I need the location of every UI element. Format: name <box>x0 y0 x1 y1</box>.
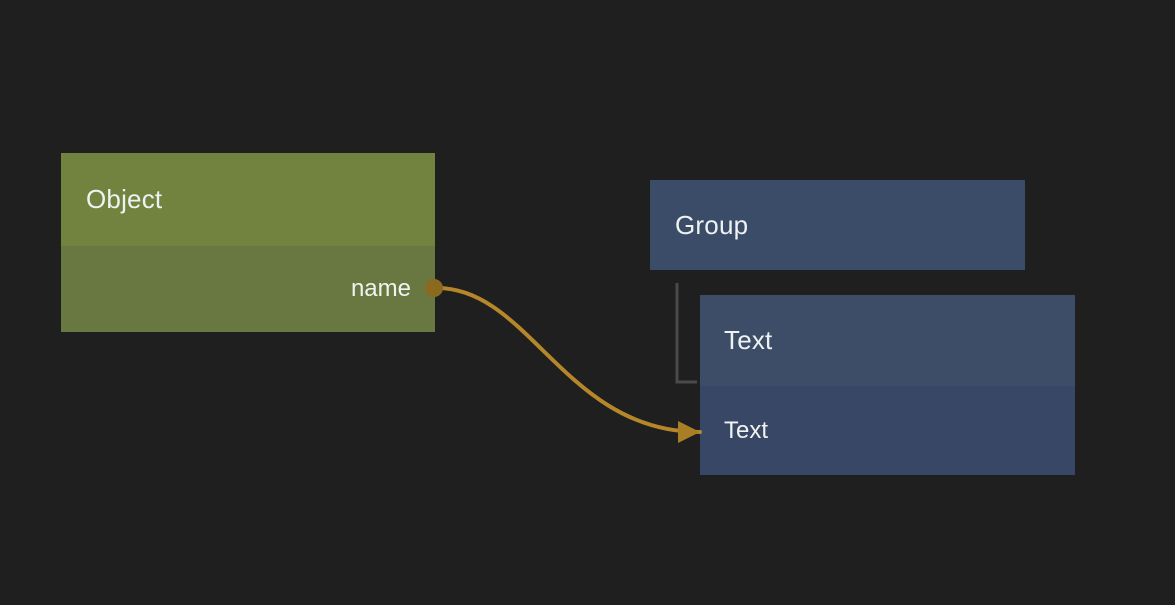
bracket-path <box>675 283 697 384</box>
node-text[interactable]: Text Text <box>700 295 1075 475</box>
node-object-row-name-label: name <box>350 275 411 302</box>
node-text-row-label: Text <box>724 416 769 444</box>
node-text-row[interactable]: Text <box>700 386 1075 475</box>
node-object-row-name[interactable]: name <box>61 246 435 332</box>
node-object[interactable]: Object name <box>61 153 435 332</box>
node-text-header[interactable]: Text <box>700 295 1075 386</box>
node-text-title: Text <box>724 325 773 355</box>
node-group[interactable]: Group <box>650 180 1025 270</box>
node-group-title: Group <box>675 209 749 240</box>
node-group-header[interactable]: Group <box>650 180 1025 270</box>
node-object-title: Object <box>86 184 163 214</box>
node-object-header[interactable]: Object <box>61 153 435 246</box>
edge-arrowhead-icon <box>678 421 700 443</box>
edge-object-name-to-text[interactable] <box>435 286 702 434</box>
